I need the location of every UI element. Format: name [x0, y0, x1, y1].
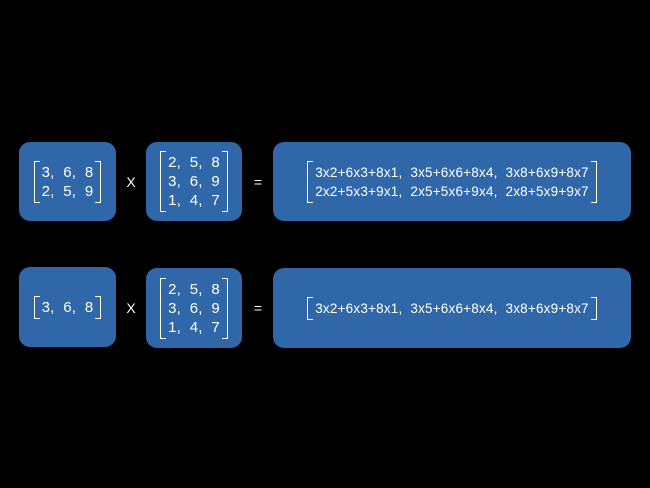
matrix-cell: 8 — [211, 154, 220, 171]
result-cell: 2x5+5x6+9x4 — [410, 183, 494, 199]
matrix-cell: 4 — [189, 318, 199, 336]
result-matrix-row1: 3x2+6x3+8x1, 3x5+6x6+8x4, 3x8+6x9+8x7 2x… — [307, 160, 597, 203]
equals-operator-row1: = — [253, 174, 263, 190]
matrix-cell: 1 — [168, 192, 177, 209]
matrix-cell: 6 — [63, 163, 72, 181]
matrix-cell: 7 — [211, 318, 220, 336]
matrix-row: 3x2+6x3+8x1, 3x5+6x6+8x4, 3x8+6x9+8x7 — [315, 300, 589, 316]
matrix-cell: 9 — [211, 299, 220, 317]
matrix-row: 3, 6, 8 — [41, 163, 94, 181]
matrix-row: 3, 6, 8 — [41, 298, 94, 316]
matrix-cell: 3 — [168, 173, 177, 190]
result-cell: 3x2+6x3+8x1 — [315, 164, 399, 180]
matrix-row: 2, 5, 8 — [168, 154, 220, 171]
matrix-cell: 5 — [63, 182, 72, 200]
matrix-row: 1, 4, 7 — [168, 192, 220, 209]
matrix-b-row2: 2, 5, 8 3, 6, 9 1, 4, 7 — [160, 277, 228, 339]
result-box-row2: 3x2+6x3+8x1, 3x5+6x6+8x4, 3x8+6x9+8x7 — [273, 268, 631, 348]
result-box-row1: 3x2+6x3+8x1, 3x5+6x6+8x4, 3x8+6x9+8x7 2x… — [273, 142, 631, 221]
matrix-row: 1, 4, 7 — [168, 318, 220, 336]
matrix-b-box-row2: 2, 5, 8 3, 6, 9 1, 4, 7 — [146, 268, 242, 348]
matrix-cell: 3 — [41, 163, 51, 181]
result-cell: 2x2+5x3+9x1 — [315, 183, 399, 199]
result-cell: 3x8+6x9+8x7 — [505, 164, 589, 180]
matrix-b-box-row1: 2, 5, 8 3, 6, 9 1, 4, 7 — [146, 142, 242, 221]
matrix-cell: 3 — [41, 298, 51, 316]
result-cell: 3x5+6x6+8x4 — [410, 300, 494, 316]
matrix-cell: 9 — [211, 173, 220, 190]
result-cell: 3x2+6x3+8x1 — [315, 300, 399, 316]
matrix-cell: 2 — [41, 182, 51, 200]
result-cell: 3x8+6x9+8x7 — [505, 300, 589, 316]
matrix-row: 3x2+6x3+8x1, 3x5+6x6+8x4, 3x8+6x9+8x7 — [315, 164, 589, 180]
times-operator-row2: X — [126, 300, 136, 316]
matrix-b-row1: 2, 5, 8 3, 6, 9 1, 4, 7 — [160, 151, 228, 212]
matrix-a-row2: 3, 6, 8 — [33, 295, 102, 319]
equals-operator-row2: = — [253, 300, 263, 316]
matrix-a-box-row1: 3, 6, 8 2, 5, 9 — [19, 142, 116, 221]
matrix-row: 2, 5, 8 — [168, 280, 220, 298]
matrix-cell: 4 — [189, 192, 199, 209]
matrix-cell: 2 — [168, 154, 177, 171]
matrix-a-box-row2: 3, 6, 8 — [19, 267, 116, 347]
matrix-cell: 1 — [168, 318, 177, 336]
matrix-cell: 9 — [84, 182, 94, 200]
matrix-cell: 8 — [211, 280, 220, 298]
result-matrix-row2: 3x2+6x3+8x1, 3x5+6x6+8x4, 3x8+6x9+8x7 — [307, 296, 597, 320]
matrix-cell: 6 — [189, 299, 199, 317]
times-operator-row1: X — [126, 174, 136, 190]
matrix-cell: 2 — [168, 280, 177, 298]
matrix-row: 3, 6, 9 — [168, 299, 220, 317]
matrix-a-row1: 3, 6, 8 2, 5, 9 — [33, 160, 102, 203]
matrix-row: 2, 5, 9 — [41, 182, 94, 200]
result-cell: 3x5+6x6+8x4 — [410, 164, 494, 180]
matrix-cell: 3 — [168, 299, 177, 317]
matrix-cell: 6 — [63, 298, 72, 316]
matrix-cell: 7 — [211, 192, 220, 209]
matrix-cell: 8 — [84, 298, 94, 316]
matrix-row: 2x2+5x3+9x1, 2x5+5x6+9x4, 2x8+5x9+9x7 — [315, 183, 589, 199]
result-cell: 2x8+5x9+9x7 — [505, 183, 589, 199]
matrix-row: 3, 6, 9 — [168, 173, 220, 190]
matrix-cell: 6 — [189, 173, 199, 190]
matrix-cell: 8 — [84, 163, 94, 181]
matrix-cell: 5 — [189, 280, 199, 298]
matrix-cell: 5 — [189, 154, 199, 171]
